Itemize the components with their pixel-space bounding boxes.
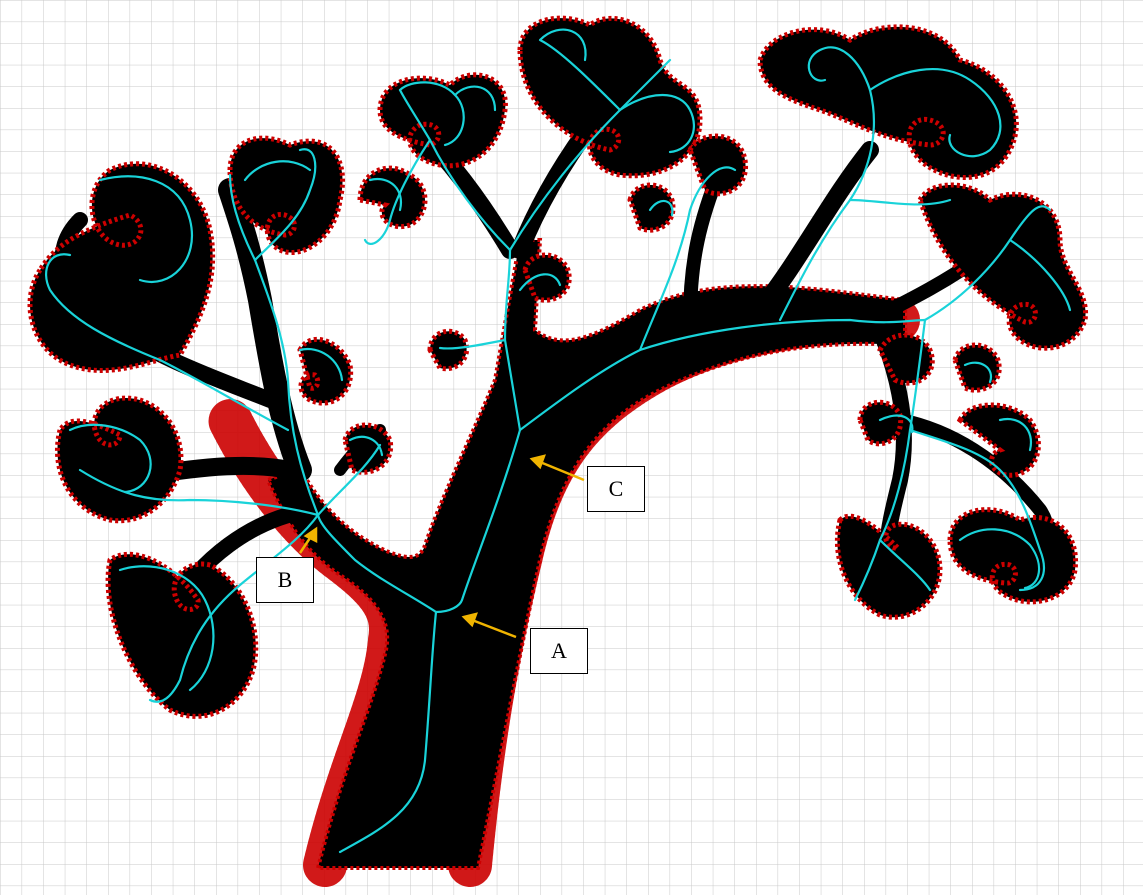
- label-b: B: [256, 557, 314, 603]
- label-c: C: [587, 466, 645, 512]
- label-a: A: [530, 628, 588, 674]
